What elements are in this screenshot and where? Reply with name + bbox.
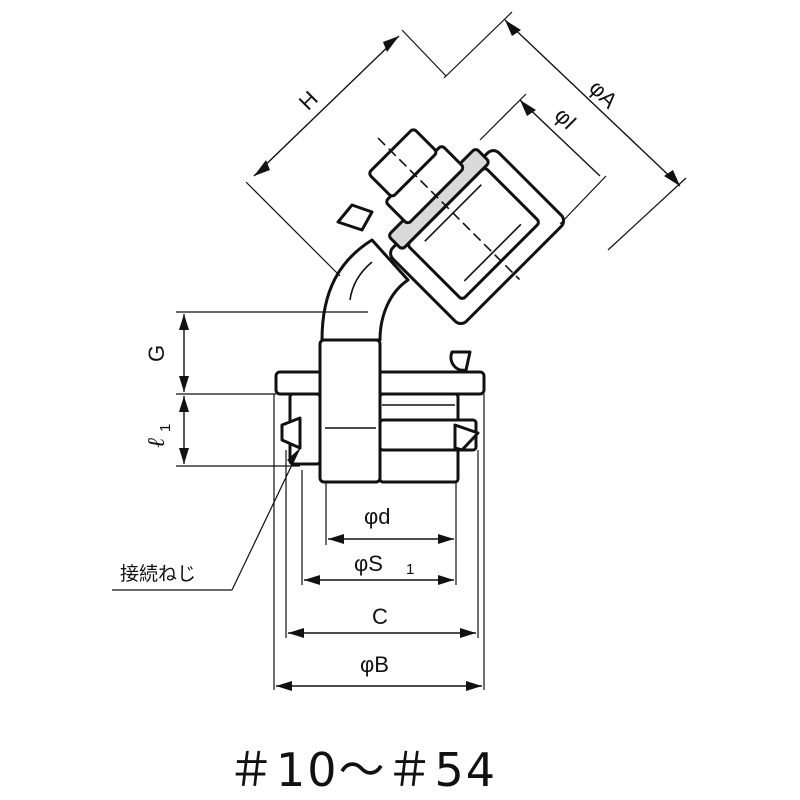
- label-phid: φd: [364, 504, 391, 529]
- size-range-caption: ＃10～＃54: [228, 743, 497, 797]
- fitting-body: [274, 128, 566, 484]
- label-l1-subscript: 1: [157, 424, 174, 432]
- label-C: C: [372, 604, 388, 629]
- label-connection-thread: 接続ねじ: [120, 563, 196, 585]
- leader-connection-thread: 接続ねじ: [112, 447, 301, 591]
- label-phiS1-subscript: 1: [406, 561, 414, 578]
- label-phiS1: φS: [354, 551, 383, 576]
- dimension-G: G: [144, 311, 368, 395]
- label-phiA: φA: [584, 75, 622, 113]
- dimension-C: C: [288, 604, 476, 638]
- label-H: H: [294, 86, 323, 115]
- dimension-extension-lines: [273, 394, 485, 690]
- dimension-l1: ℓ 1: [142, 396, 300, 467]
- dimension-phiB: φB: [276, 652, 482, 691]
- label-l1: ℓ: [142, 438, 170, 448]
- label-phiI: φI: [550, 102, 582, 134]
- dimension-phid: φd: [328, 504, 454, 544]
- label-G: G: [144, 345, 169, 362]
- label-phiB: φB: [360, 652, 389, 677]
- dimension-phiS1: φS 1: [304, 551, 454, 585]
